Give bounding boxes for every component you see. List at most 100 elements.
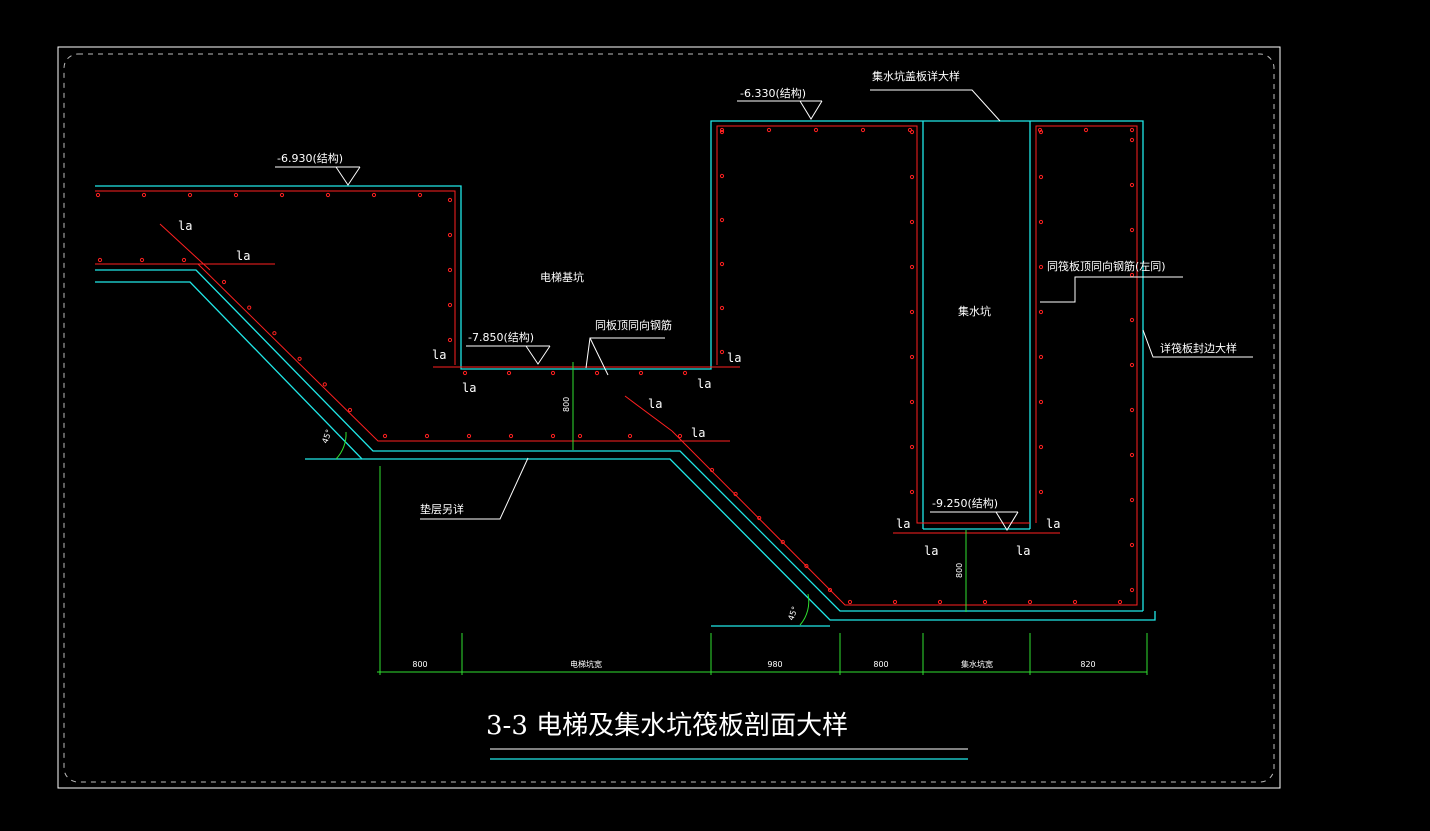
rebar-dot	[847, 599, 853, 605]
rebar-dot	[757, 515, 762, 521]
dim-text: 电梯坑宽	[570, 659, 602, 669]
rebar-dot	[719, 261, 725, 267]
rebar-dot	[187, 192, 193, 198]
rebar-dot	[766, 127, 772, 133]
rebar-dot	[1038, 219, 1044, 225]
same-rebar-left-label: 同板顶同向钢筋	[595, 318, 672, 332]
rebar-dot	[1038, 264, 1044, 270]
rebar-dot	[447, 267, 453, 273]
rebar-dot	[909, 309, 915, 315]
rebar-dot	[719, 217, 725, 223]
rebar-dot	[447, 302, 453, 308]
rebar-dot	[627, 433, 633, 439]
la-label: la	[1016, 544, 1030, 558]
rebar-dot	[780, 539, 785, 545]
rebar-dot	[1129, 182, 1135, 188]
concrete-outline	[95, 120, 1156, 627]
rebar-dot	[1038, 444, 1044, 450]
rebar-lines	[95, 125, 1138, 606]
dim-text: 集水坑宽	[961, 659, 993, 669]
rebar-dot	[638, 370, 644, 376]
rebar-dot	[447, 337, 453, 343]
rebar-dot	[1038, 174, 1044, 180]
rebar-dot	[347, 407, 353, 413]
rebar-dot	[1083, 127, 1089, 133]
rebar-dot	[1038, 489, 1044, 495]
inner-dashed-frame	[63, 53, 1275, 783]
dim-text: 820	[1080, 660, 1095, 669]
rebar-dot	[1038, 309, 1044, 315]
rebar-dot	[1129, 587, 1135, 593]
rebar-dot	[1129, 137, 1135, 143]
same-rebar-right-label: 同筏板顶同向钢筋(左同)	[1047, 259, 1166, 273]
la-label: la	[924, 544, 938, 558]
rebar-dot	[424, 433, 430, 439]
la-label: la	[462, 381, 476, 395]
la-label: la	[727, 351, 741, 365]
rebar-dot	[272, 331, 277, 336]
dim-800-vertical-left: 800	[562, 397, 571, 412]
la-label: la	[178, 219, 192, 233]
rebar-dot	[466, 433, 472, 439]
elevator-pit-label: 电梯基坑	[540, 270, 584, 284]
rebar-dot	[909, 219, 915, 225]
annotations: -6.930(结构) -6.330(结构) -7.850(结构) -9.250(…	[178, 69, 1237, 741]
rebar-dot	[1129, 407, 1135, 413]
angle-label-left: 45°	[320, 428, 333, 444]
rebar-dot	[447, 232, 453, 238]
rebar-dot	[1038, 399, 1044, 405]
angle-label-right: 45°	[786, 605, 799, 621]
rebar-dot	[577, 433, 583, 439]
rebar-dot	[827, 587, 833, 593]
elevation-top-left: -6.930(结构)	[277, 151, 343, 165]
rebar-dot	[1129, 452, 1135, 458]
la-label: la	[691, 426, 705, 440]
rebar-dot	[719, 305, 725, 311]
rebar-dot	[733, 491, 738, 497]
rebar-dot	[141, 192, 147, 198]
rebar-dot	[1038, 129, 1044, 135]
rebar-dot	[447, 197, 453, 203]
rebar-dot	[909, 399, 915, 405]
raft-edge-label: 详筏板封边大样	[1160, 341, 1237, 355]
rebar-dot	[181, 257, 187, 263]
cushion-label: 垫层另详	[420, 502, 464, 516]
rebar-dot	[594, 370, 600, 376]
rebar-dot	[813, 127, 819, 133]
rebar-dot	[682, 370, 688, 376]
rebar-dot	[506, 370, 512, 376]
rebar-dot	[1117, 599, 1123, 605]
la-label: la	[697, 377, 711, 391]
rebar-dot	[1072, 599, 1078, 605]
rebar-dot	[550, 370, 556, 376]
la-label: la	[648, 397, 662, 411]
rebar-dot	[1129, 542, 1135, 548]
rebar-dot	[371, 192, 377, 198]
rebar-dot	[322, 382, 327, 387]
leaders	[275, 89, 1253, 750]
drawing-title: 3-3 电梯及集水坑筏板剖面大样	[486, 711, 848, 741]
outer-frame	[57, 46, 1281, 789]
rebar-dot	[1129, 227, 1135, 233]
rebar-dot	[982, 599, 988, 605]
rebar-dot	[1129, 362, 1135, 368]
rebar-dot	[417, 192, 423, 198]
dim-text: 800	[873, 660, 888, 669]
rebar-dot	[221, 279, 227, 285]
rebar-dot	[719, 127, 725, 133]
rebar-dot	[1038, 354, 1044, 360]
rebar-dot	[804, 563, 809, 569]
rebar-dot	[909, 444, 915, 450]
dim-text: 800	[412, 660, 427, 669]
rebar-dot	[719, 349, 725, 355]
rebar-dot	[1129, 317, 1135, 323]
rebar-dot	[909, 129, 915, 135]
rebar-dot	[382, 433, 388, 439]
rebar-dot	[892, 599, 898, 605]
rebar-dot	[719, 129, 725, 135]
elevation-mid: -7.850(结构)	[468, 330, 534, 344]
rebar-dot	[297, 356, 302, 361]
dimension-lines	[335, 362, 1148, 675]
elevation-bottom: -9.250(结构)	[932, 496, 998, 510]
